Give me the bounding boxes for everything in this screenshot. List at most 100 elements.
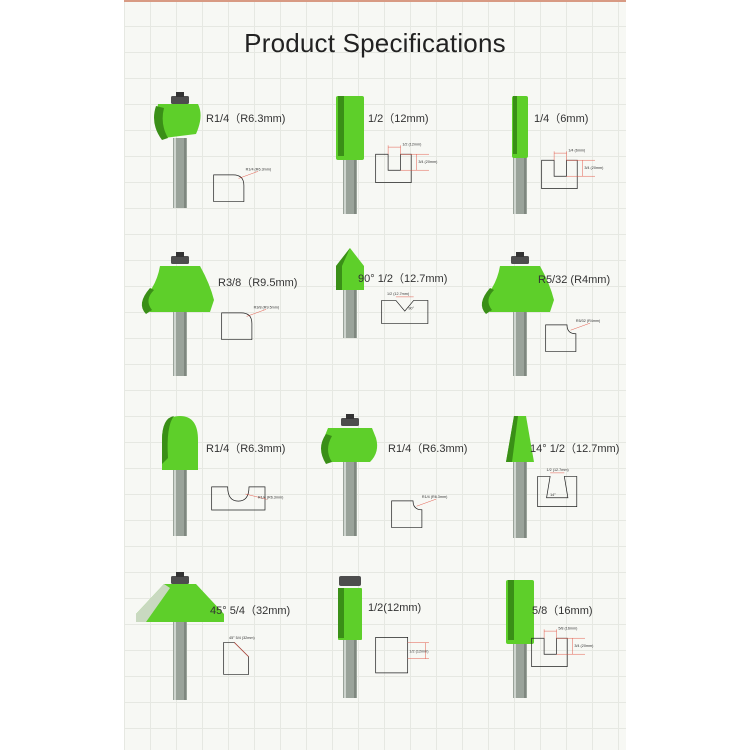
carbide-edge (338, 588, 344, 638)
cut-profile-diagram: 1/2 (12mm) (375, 636, 429, 674)
bit-size-label: R1/4（R6.3mm) (206, 443, 286, 455)
spec-item: 1/2（12mm)1/2 (12mm)3/4 (20mm) (310, 88, 476, 248)
shank (343, 462, 357, 536)
shank (343, 636, 357, 698)
dimension-leader (245, 493, 267, 500)
shank-shade (524, 460, 526, 538)
profile-dimension-label: 1/2 (12mm) (409, 649, 428, 653)
bit-size-label: 5/8（16mm) (532, 605, 593, 617)
shank-highlight (514, 312, 516, 376)
spec-item: R1/4（R6.3mm)R1/4 (R6.3mm) (140, 88, 306, 248)
shank-shade (184, 622, 186, 700)
carbide-edge (136, 584, 170, 622)
spec-item: R1/4（R6.3mm) R1/4 (R6.3mm) (140, 410, 306, 570)
carbide-edge (321, 434, 332, 464)
carbide-edge (162, 416, 174, 464)
router-bit-illustration (141, 252, 214, 376)
spec-item: R3/8（R9.5mm) R3/8 (R9.5mm) (140, 248, 306, 408)
cut-profile-diagram: R1/4 (R6.3mm) (211, 486, 283, 511)
shank (173, 312, 187, 376)
profile-dimension-label: 1/2 (12.7mm) (387, 292, 409, 296)
profile-dimension-label: 45° 5/4 (32mm) (229, 636, 255, 640)
cut-profile-diagram: R3/8 (R9.5mm) (221, 305, 279, 340)
dimension-leader (238, 171, 259, 179)
profile-outline (541, 159, 578, 190)
router-bit-illustration (338, 576, 362, 698)
spec-item: 1/2(12mm) 1/2 (12mm) (310, 572, 476, 732)
profile-dimension-label: R1/4 (R6.3mm) (258, 495, 283, 499)
cutter-body (162, 416, 198, 470)
bearing-screw (176, 92, 184, 97)
bit-size-label: R1/4（R6.3mm) (388, 443, 468, 455)
profile-dimension-label: 5/8 (16mm) (558, 626, 577, 630)
shank-highlight (174, 138, 176, 208)
bit-size-label: R3/8（R9.5mm) (218, 277, 298, 289)
profile-dimension-label: 1/2 (12mm) (402, 142, 421, 146)
router-bit-illustration (506, 416, 534, 538)
router-bit-illustration (481, 252, 554, 376)
profile-outline (223, 642, 249, 675)
shank-highlight (174, 622, 176, 700)
bit-size-label: 45° 5/4（32mm) (210, 605, 291, 617)
shank-shade (354, 288, 356, 338)
router-bit-illustration (336, 96, 364, 214)
shank (173, 466, 187, 536)
profile-outline (391, 500, 423, 528)
bit-size-label: 1/2(12mm) (368, 602, 422, 614)
bit-size-label: R5/32 (R4mm) (538, 274, 611, 286)
bearing-screw (346, 414, 354, 419)
spec-item: 45° 5/4（32mm) 45° 5/4 (32mm) (136, 572, 306, 732)
bearing-screw (516, 252, 524, 257)
top-rule (124, 0, 626, 2)
profile-dimension-label: 90° (408, 306, 414, 310)
profile-dimension-label: 1/2 (12.7mm) (547, 468, 569, 472)
bearing-screw (176, 572, 184, 577)
dimension-leader (570, 322, 591, 331)
shank (173, 622, 187, 700)
spec-item: 1/4（6mm)1/4 (6mm)3/4 (20mm) (480, 88, 646, 248)
cut-profile-diagram: R5/32 (R4mm) (545, 319, 600, 352)
shank-highlight (344, 636, 346, 698)
dimension-leader (246, 309, 267, 317)
profile-dimension-label: 1/4 (6mm) (568, 148, 585, 152)
spec-item: R5/32 (R4mm) R5/32 (R4mm) (480, 248, 646, 408)
shank-shade (184, 466, 186, 536)
cut-profile-diagram: R1/4 (R6.3mm) (213, 167, 271, 202)
cut-profile-diagram: 1/4 (6mm)3/4 (20mm) (541, 148, 603, 190)
shank-highlight (514, 460, 516, 538)
spec-item: 5/8（16mm) 5/8 (16mm) 3/4 (20mm) (480, 572, 646, 732)
cut-profile-diagram: 5/8 (16mm) 3/4 (20mm) (531, 626, 593, 668)
shank-highlight (514, 640, 516, 698)
router-bit-illustration (154, 92, 201, 208)
router-bit-illustration (506, 580, 534, 698)
carbide-edge (154, 106, 168, 140)
cut-profile-diagram: 1/2 (12.7mm) 90° (381, 292, 429, 324)
spec-sheet (124, 0, 626, 750)
bearing (341, 418, 359, 426)
dimension-chamfer (234, 642, 249, 657)
bit-size-label: 90° 1/2（12.7mm) (358, 273, 448, 285)
profile-outline (211, 486, 266, 511)
bearing (171, 256, 189, 264)
carbide-edge (338, 96, 344, 156)
profile-outline (221, 312, 253, 340)
shank-highlight (344, 462, 346, 536)
shank-highlight (174, 466, 176, 536)
shank (173, 138, 187, 208)
profile-dimension-label: 14° (550, 493, 556, 497)
cutter-body (485, 266, 554, 312)
shank (513, 640, 527, 698)
carbide-edge (481, 288, 494, 314)
shank-highlight (344, 156, 346, 214)
profile-dimension-label: R1/4 (R6.3mm) (246, 167, 271, 171)
shank-shade (184, 312, 186, 376)
cutter-body (155, 104, 201, 138)
cut-profile-diagram: 1/2 (12mm)3/4 (20mm) (375, 142, 437, 184)
profile-dimension-label: 3/4 (20mm) (574, 644, 593, 648)
profile-outline (213, 174, 245, 202)
profile-outline (531, 637, 568, 668)
profile-outline (375, 636, 409, 674)
page-title: Product Specifications (244, 28, 506, 58)
profile-outline (375, 153, 412, 184)
shank-shade (354, 462, 356, 536)
